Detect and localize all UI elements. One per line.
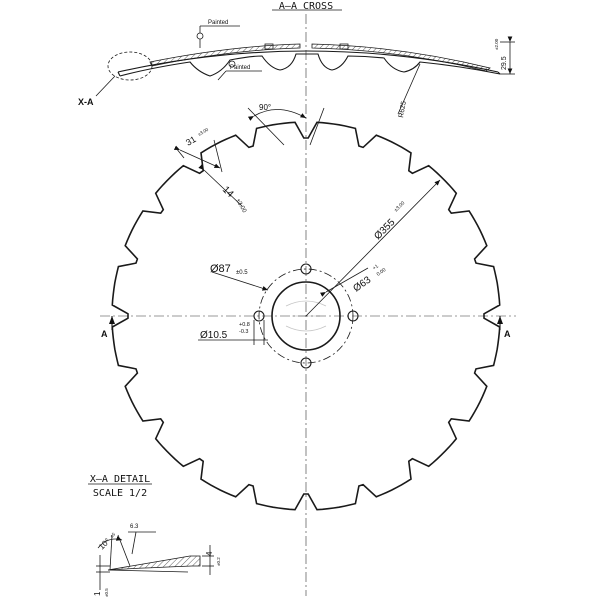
section-marker-right [339, 43, 349, 50]
detail-circle [107, 51, 153, 81]
thickness-value: 29.5 [501, 56, 508, 70]
center-hole-tol-lower: 0.00 [376, 267, 388, 278]
painted-symbol-1 [196, 32, 204, 40]
notch-angle-label: 90° [259, 103, 271, 112]
dish-hatch-left [149, 43, 301, 67]
detail-edge-tolerance: ±0.5 [104, 588, 109, 597]
dish-left-edge [117, 71, 121, 77]
detail-angle-value: 10° [97, 536, 112, 551]
outer-dia-leader [305, 179, 441, 317]
center-hole [271, 281, 341, 351]
detail-view-label: X-A [78, 97, 94, 107]
section-label-left: A [101, 329, 108, 339]
section-view: A–A CROSS X-A Painted Painted R625 [78, 1, 515, 596]
blade-edge-profile [107, 555, 201, 571]
detail-view: X–A DETAIL SCALE 1/2 10° ±5 6.3 4 ±0.2 1… [88, 474, 221, 597]
bolt-hole-top [300, 263, 312, 275]
notch-depth-tolerance: ±3.00 [234, 198, 247, 215]
radius-leader [397, 63, 421, 115]
plan-view: 90° 31 ±3.00 14 ±3.00 Ø355 ±3.00 Ø87 ±0.… [100, 103, 516, 511]
painted-note-2: Painted [230, 65, 250, 71]
detail-angle-tolerance: ±5 [109, 531, 116, 538]
disc-outline [111, 121, 501, 511]
bolt-hole-left [253, 310, 265, 322]
bolt-hole-tol-upper: +0.8 [239, 322, 250, 328]
section-label-right: A [504, 329, 511, 339]
center-hole-value: Ø63 [351, 274, 373, 294]
dish-right-edge [497, 71, 501, 75]
detail-leader [95, 75, 116, 97]
section-title: A–A CROSS [279, 1, 333, 12]
center-hole-tol-upper: +1 [372, 263, 380, 271]
bolt-hole-tol-lower: -0.3 [239, 329, 248, 335]
detail-title: X–A DETAIL [90, 474, 150, 485]
outer-dia-tolerance: ±3.00 [393, 200, 406, 213]
section-arrow-left [109, 316, 115, 324]
bolt-circle-leader [211, 271, 269, 291]
detail-angle-arc [97, 536, 123, 549]
notch-width-value: 31 [184, 134, 198, 148]
detail-width-value: 6.3 [130, 524, 139, 530]
painted-symbol-2 [228, 60, 236, 68]
section-arrow-right [497, 316, 503, 324]
detail-edge-value: 1 [93, 591, 102, 596]
detail-height-value: 4 [205, 551, 214, 556]
radius-label: R625 [398, 101, 408, 119]
bolt-hole-value: Ø10.5 [200, 330, 228, 341]
center-hole-leader [319, 267, 369, 297]
notch-depth-dim [198, 164, 243, 207]
thickness-tolerance: ±2.00 [494, 38, 499, 50]
bolt-circle [258, 268, 354, 364]
notch-width-dim [173, 145, 221, 169]
painted-note-1: Painted [208, 20, 228, 26]
section-marker-left [264, 43, 274, 50]
outer-dia-value: Ø355 [372, 217, 397, 242]
dish-lower-profile [119, 53, 501, 77]
bolt-circle-tolerance: ±0.5 [236, 270, 248, 276]
detail-scale: SCALE 1/2 [93, 488, 147, 499]
bolt-hole-right [347, 310, 359, 322]
detail-height-tolerance: ±0.2 [216, 557, 221, 566]
bolt-hole-bottom [300, 357, 312, 369]
bolt-circle-value: Ø87 [210, 263, 231, 275]
notch-angle-arc [247, 109, 307, 121]
notch-width-tolerance: ±3.00 [197, 127, 210, 137]
